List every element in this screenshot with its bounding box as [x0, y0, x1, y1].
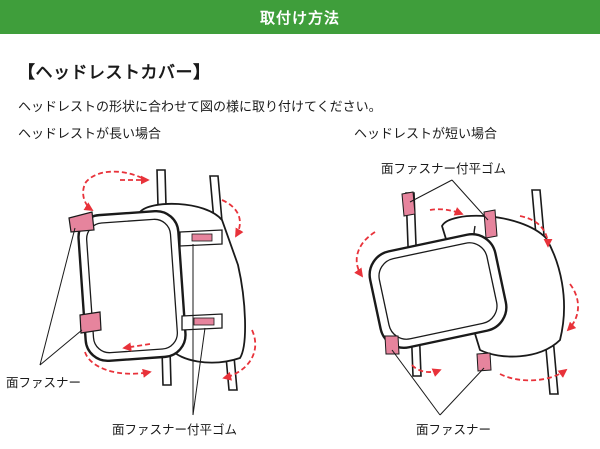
short-arrow-top-right	[519, 215, 553, 248]
callout-elastic-fastener-left: 面ファスナー付平ゴム	[112, 422, 238, 437]
wrap-arrow-bottom-right	[222, 329, 257, 381]
long-headrest-illustration	[39, 169, 257, 416]
leader-fastener-lower	[39, 329, 83, 366]
fastener-patch-bottom	[193, 317, 215, 326]
callout-fastener-right: 面ファスナー	[416, 422, 492, 437]
header-title: 取付け方法	[259, 8, 340, 27]
case-short-label: ヘッドレストが短い場合	[354, 127, 498, 142]
short-arrow-bottom-left	[411, 364, 442, 377]
cover-panel-inner	[85, 218, 179, 354]
short-leader-fastener-left	[391, 349, 441, 416]
wrap-arrow-bottom-mid	[122, 342, 151, 352]
header-bar: 取付け方法	[0, 0, 600, 34]
short-fastener-strip-right	[483, 209, 498, 239]
fastener-tab-upper	[68, 211, 95, 233]
short-leader-elastic-left	[409, 179, 453, 203]
case-long-label: ヘッドレストが長い場合	[18, 127, 162, 142]
wrap-arrow-top-right	[221, 199, 244, 238]
short-leader-elastic-right	[451, 179, 489, 221]
short-arrow-bottom-right	[499, 368, 568, 382]
instruction-text: ヘッドレストの形状に合わせて図の様に取り付けてください。	[18, 100, 382, 115]
short-cover-panel-inner	[378, 242, 498, 340]
short-fastener-tab-right	[476, 352, 492, 372]
short-leader-fastener-right	[439, 367, 485, 416]
short-arrow-top	[429, 207, 464, 216]
short-fastener-tab-left	[384, 335, 400, 355]
short-headrest-illustration	[354, 179, 579, 416]
short-arrow-left	[354, 231, 376, 278]
leader-fastener-upper	[39, 227, 76, 366]
leader-elastic-bottom	[192, 327, 206, 416]
fastener-patch-top	[191, 233, 213, 242]
short-fastener-strip-left	[401, 191, 416, 217]
short-arrow-right	[566, 283, 579, 332]
fastener-tab-lower	[79, 311, 102, 334]
callout-fastener-left: 面ファスナー	[6, 375, 82, 390]
wrap-arrow-top-left	[82, 170, 143, 211]
wrap-arrow-bottom-left	[84, 351, 152, 378]
callout-elastic-fastener-right: 面ファスナー付平ゴム	[381, 161, 507, 176]
section-title: 【ヘッドレストカバー】	[18, 63, 211, 83]
